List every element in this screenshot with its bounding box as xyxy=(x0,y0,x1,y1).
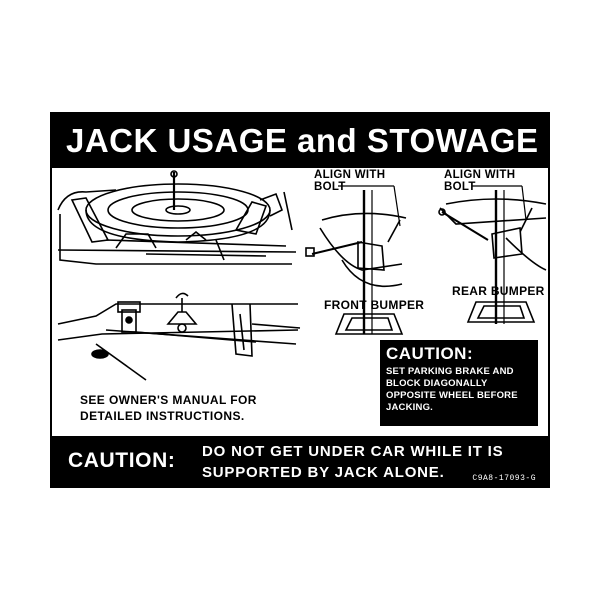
bottom-caution-bar: CAUTION: DO NOT GET UNDER CAR WHILE IT I… xyxy=(52,436,548,486)
align-front-label-line2: BOLT xyxy=(314,181,346,193)
decal-title: JACK USAGE and STOWAGE xyxy=(66,122,539,159)
manual-note-line1: SEE OWNER'S MANUAL FOR xyxy=(80,393,257,407)
rear-bumper-label: REAR BUMPER xyxy=(452,284,545,298)
jack-decal: JACK USAGE and STOWAGE xyxy=(50,112,550,488)
bottom-caution-heading: CAUTION: xyxy=(68,449,176,472)
stowed-jack-illustration xyxy=(57,292,301,381)
title-bar: JACK USAGE and STOWAGE xyxy=(52,114,548,168)
bottom-caution-message: DO NOT GET UNDER CAR WHILE IT IS SUPPORT… xyxy=(202,441,503,483)
caution-box-line2: BLOCK DIAGONALLY xyxy=(386,378,488,389)
bottom-caution-line2: SUPPORTED BY JACK ALONE. xyxy=(202,464,445,481)
spare-tire-illustration xyxy=(57,170,297,265)
caution-box-line1: SET PARKING BRAKE AND xyxy=(386,366,514,377)
manual-note-line2: DETAILED INSTRUCTIONS. xyxy=(80,409,245,423)
caution-box-line3: OPPOSITE WHEEL BEFORE xyxy=(386,390,518,401)
bottom-caution-line1: DO NOT GET UNDER CAR WHILE IT IS xyxy=(202,443,504,460)
caution-box-line4: JACKING. xyxy=(386,402,433,413)
align-rear-label-line1: ALIGN WITH xyxy=(444,169,516,181)
part-number: C9A8-17093-G xyxy=(472,474,536,483)
align-front-label-line1: ALIGN WITH xyxy=(314,169,386,181)
align-pointer-front xyxy=(338,185,401,227)
align-rear-label-line2: BOLT xyxy=(444,181,476,193)
manual-note: SEE OWNER'S MANUAL FOR DETAILED INSTRUCT… xyxy=(80,392,257,424)
caution-box-body: SET PARKING BRAKE AND BLOCK DIAGONALLY O… xyxy=(386,366,532,414)
front-bumper-jack-illustration xyxy=(305,190,407,335)
caution-box: CAUTION: SET PARKING BRAKE AND BLOCK DIA… xyxy=(380,340,538,426)
align-pointer-rear xyxy=(472,185,527,221)
caution-box-heading: CAUTION: xyxy=(386,344,474,363)
front-bumper-label: FRONT BUMPER xyxy=(324,298,425,312)
